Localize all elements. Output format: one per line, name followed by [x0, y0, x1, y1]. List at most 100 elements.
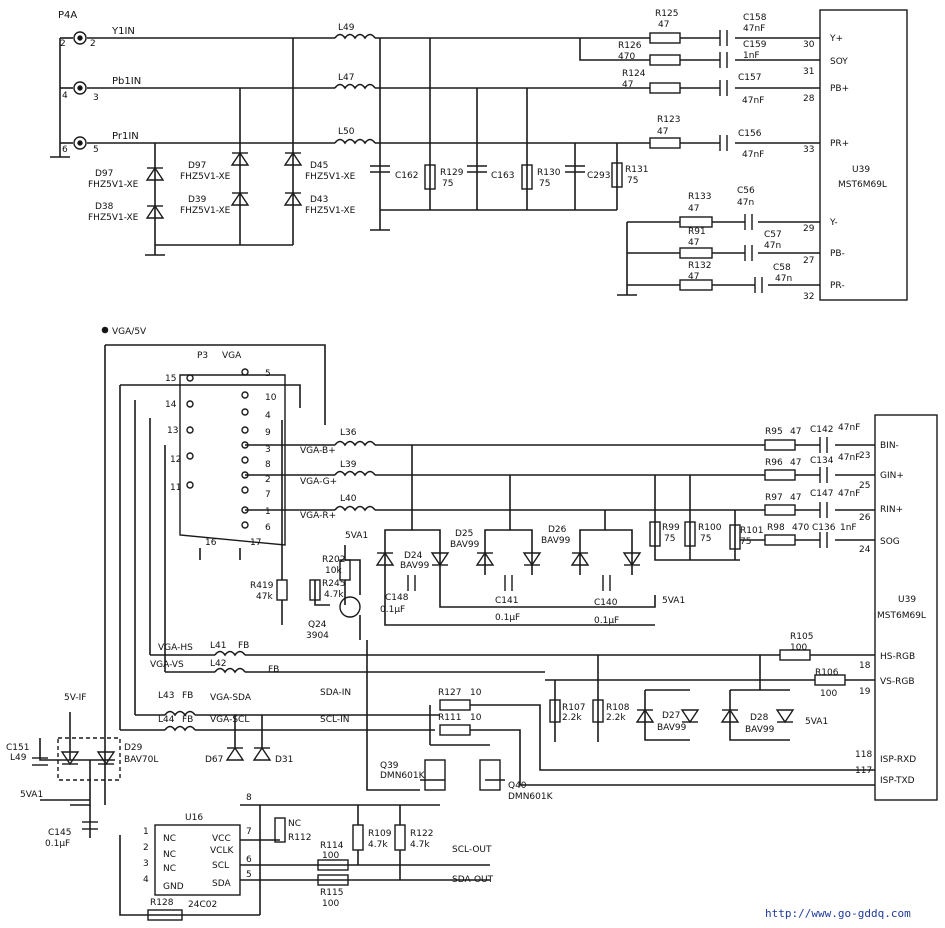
svg-text:11: 11	[170, 483, 181, 493]
svg-text:0.1μF: 0.1μF	[45, 839, 70, 849]
svg-text:D27: D27	[662, 711, 680, 721]
svg-text:4: 4	[143, 875, 149, 885]
svg-text:FHZ5V1-XE: FHZ5V1-XE	[88, 213, 139, 223]
svg-text:C57: C57	[764, 230, 782, 240]
svg-text:470: 470	[618, 52, 635, 62]
svg-text:R127: R127	[438, 688, 461, 698]
svg-text:R101: R101	[740, 526, 763, 536]
svg-text:100: 100	[322, 851, 339, 861]
svg-text:47: 47	[658, 20, 669, 30]
svg-text:L39: L39	[340, 460, 357, 470]
svg-text:C159: C159	[743, 40, 767, 50]
svg-text:Q24: Q24	[308, 620, 327, 630]
svg-text:R95: R95	[765, 427, 783, 437]
svg-text:C162: C162	[395, 171, 418, 181]
svg-text:25: 25	[859, 481, 870, 491]
svg-text:C140: C140	[594, 598, 618, 608]
svg-text:Pb1IN: Pb1IN	[112, 76, 141, 87]
svg-text:75: 75	[664, 534, 675, 544]
svg-text:P3: P3	[197, 351, 208, 361]
svg-text:13: 13	[167, 426, 178, 436]
svg-text:C148: C148	[385, 593, 409, 603]
svg-text:FB: FB	[268, 665, 279, 675]
svg-text:R133: R133	[688, 192, 711, 202]
svg-text:10: 10	[265, 393, 277, 403]
svg-text:R105: R105	[790, 632, 813, 642]
svg-text:D29: D29	[124, 743, 143, 753]
svg-text:BAV70L: BAV70L	[124, 755, 158, 765]
svg-text:10: 10	[470, 688, 482, 698]
svg-text:R109: R109	[368, 829, 392, 839]
svg-text:6: 6	[265, 523, 271, 533]
svg-text:R112: R112	[288, 833, 311, 843]
svg-text:117: 117	[855, 766, 872, 776]
svg-text:18: 18	[859, 661, 871, 671]
svg-text:D26: D26	[548, 525, 567, 535]
svg-text:47nF: 47nF	[742, 150, 764, 160]
svg-text:10: 10	[470, 713, 482, 723]
top-components	[145, 30, 763, 293]
svg-text:Q39: Q39	[380, 761, 399, 771]
svg-text:16: 16	[205, 538, 217, 548]
svg-text:VGA: VGA	[222, 351, 242, 361]
svg-text:C56: C56	[737, 186, 755, 196]
svg-text:75: 75	[740, 537, 751, 547]
svg-text:VGA-B+: VGA-B+	[300, 446, 336, 456]
svg-text:1nF: 1nF	[840, 523, 857, 533]
svg-text:R111: R111	[438, 713, 461, 723]
svg-text:47n: 47n	[764, 241, 781, 251]
svg-text:29: 29	[803, 224, 815, 234]
svg-text:47: 47	[657, 127, 668, 137]
svg-text:VGA-SDA: VGA-SDA	[210, 693, 252, 703]
svg-text:47nF: 47nF	[743, 24, 765, 34]
svg-text:L49: L49	[338, 23, 355, 33]
svg-text:75: 75	[700, 534, 711, 544]
svg-text:D97: D97	[188, 161, 206, 171]
svg-text:R129: R129	[440, 168, 464, 178]
svg-text:PB-: PB-	[830, 249, 845, 259]
svg-text:BAV99: BAV99	[657, 723, 687, 733]
svg-text:SOG: SOG	[880, 537, 900, 547]
svg-text:4.7k: 4.7k	[368, 840, 388, 850]
svg-text:GIN+: GIN+	[880, 471, 904, 481]
svg-text:C157: C157	[738, 73, 761, 83]
svg-text:5VA1: 5VA1	[662, 596, 685, 606]
svg-text:23: 23	[859, 451, 870, 461]
svg-text:3904: 3904	[306, 631, 329, 641]
svg-text:15: 15	[165, 374, 176, 384]
svg-text:47: 47	[790, 493, 801, 503]
svg-text:R126: R126	[618, 41, 642, 51]
svg-text:L42: L42	[210, 659, 226, 669]
svg-text:NC: NC	[163, 864, 176, 874]
svg-text:FHZ5V1-XE: FHZ5V1-XE	[305, 172, 356, 182]
svg-text:32: 32	[803, 292, 814, 302]
top-wiring	[50, 33, 820, 296]
watermark: http://www.go-gddq.com	[765, 907, 911, 920]
svg-text:7: 7	[265, 490, 271, 500]
svg-text:47n: 47n	[737, 198, 754, 208]
svg-text:47nF: 47nF	[838, 453, 860, 463]
svg-text:L40: L40	[340, 494, 357, 504]
svg-text:5VA1: 5VA1	[805, 717, 828, 727]
bottom-labels: VGA/5V P3 VGA 15 14 13 12 11 16 5 10 4 9…	[6, 327, 926, 920]
svg-text:D39: D39	[188, 195, 207, 205]
svg-text:R132: R132	[688, 261, 711, 271]
svg-text:FHZ5V1-XE: FHZ5V1-XE	[88, 180, 139, 190]
svg-text:L50: L50	[338, 127, 355, 137]
svg-text:10k: 10k	[325, 566, 342, 576]
svg-text:BAV99: BAV99	[450, 540, 480, 550]
svg-text:BAV99: BAV99	[745, 725, 775, 735]
svg-text:24: 24	[859, 545, 871, 555]
svg-text:C134: C134	[810, 456, 834, 466]
svg-text:100: 100	[820, 689, 837, 699]
svg-text:SDA-OUT: SDA-OUT	[452, 875, 494, 885]
svg-text:100: 100	[322, 899, 339, 909]
svg-text:R96: R96	[765, 458, 783, 468]
svg-text:9: 9	[265, 428, 271, 438]
svg-text:5V-IF: 5V-IF	[64, 693, 86, 703]
svg-text:5: 5	[265, 369, 271, 379]
svg-text:BIN-: BIN-	[880, 441, 899, 451]
svg-text:47nF: 47nF	[742, 96, 764, 106]
svg-text:C158: C158	[743, 13, 767, 23]
svg-text:VGA-VS: VGA-VS	[150, 660, 184, 670]
